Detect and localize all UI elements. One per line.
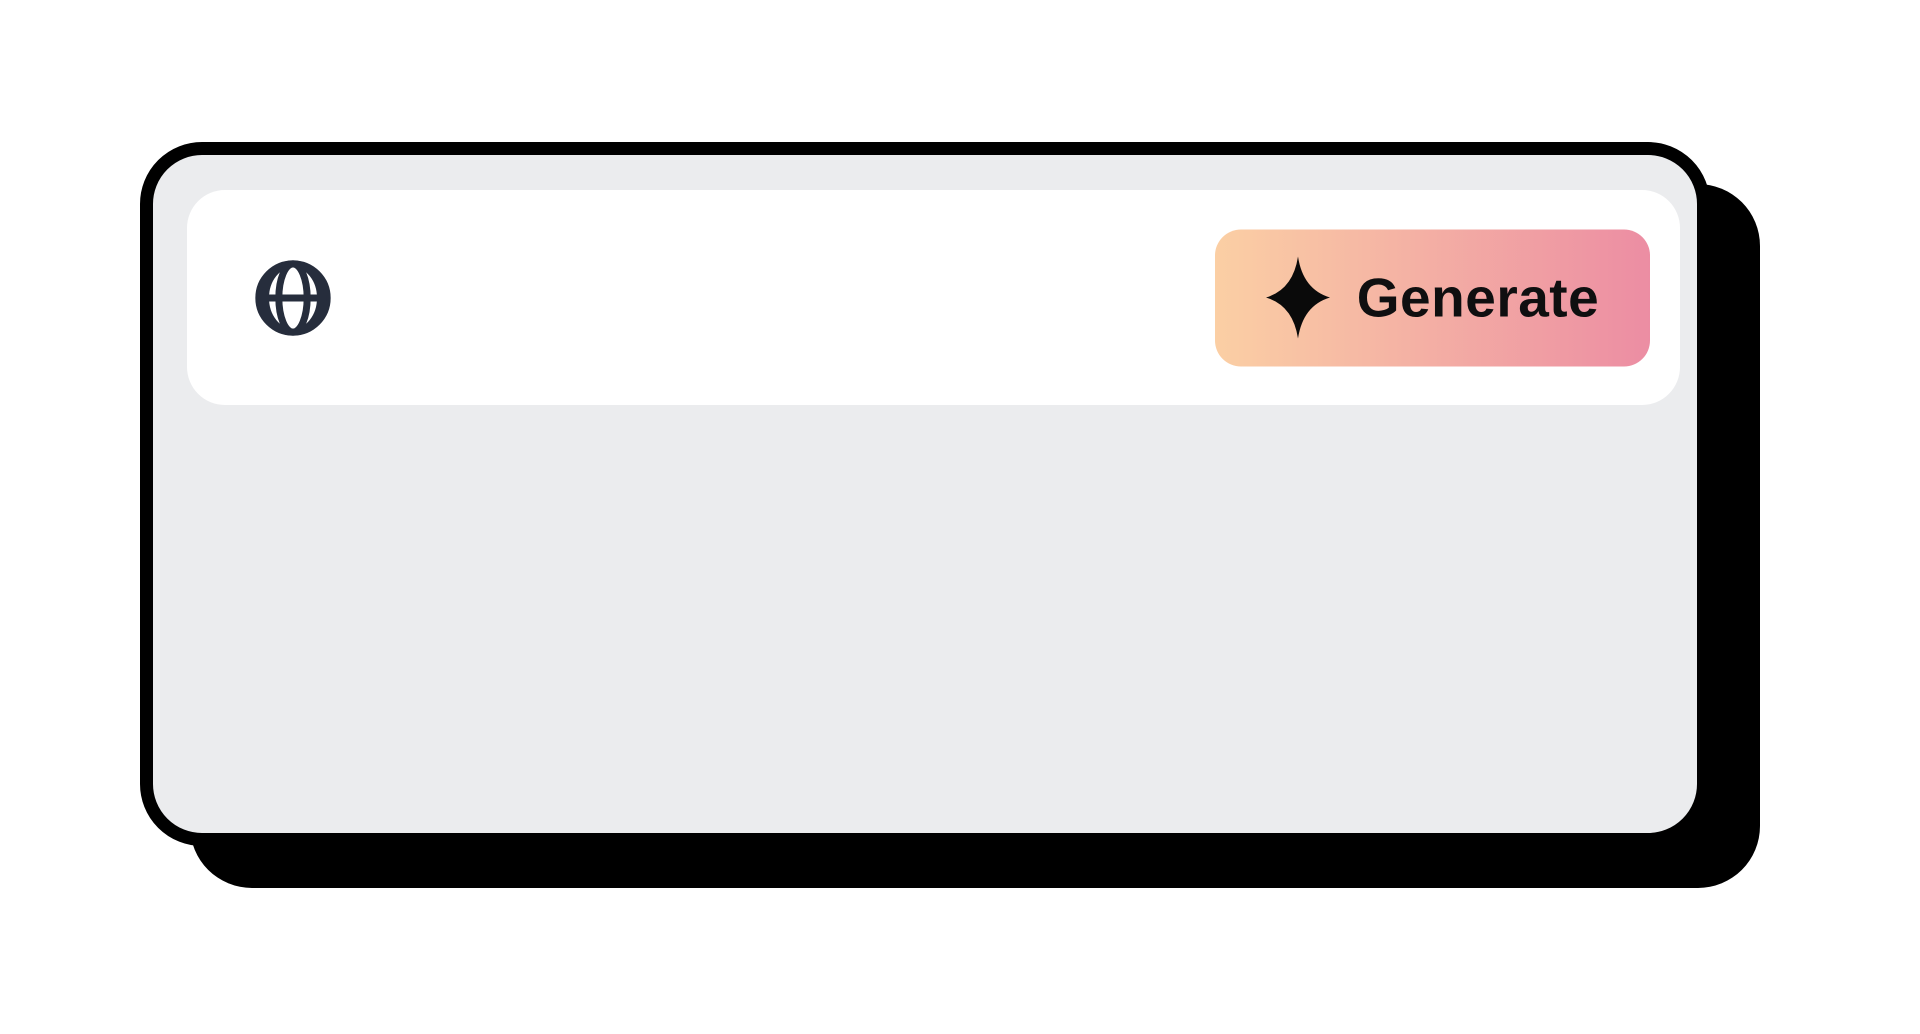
card-content-area	[187, 439, 1680, 799]
globe-icon	[253, 258, 333, 338]
generate-button[interactable]: Generate	[1215, 229, 1650, 366]
generator-card: Generate	[140, 142, 1710, 846]
generate-button-label: Generate	[1356, 266, 1600, 328]
sparkle-icon	[1265, 256, 1330, 340]
url-input[interactable]	[357, 190, 1351, 407]
url-input-bar[interactable]: Generate	[187, 190, 1680, 407]
